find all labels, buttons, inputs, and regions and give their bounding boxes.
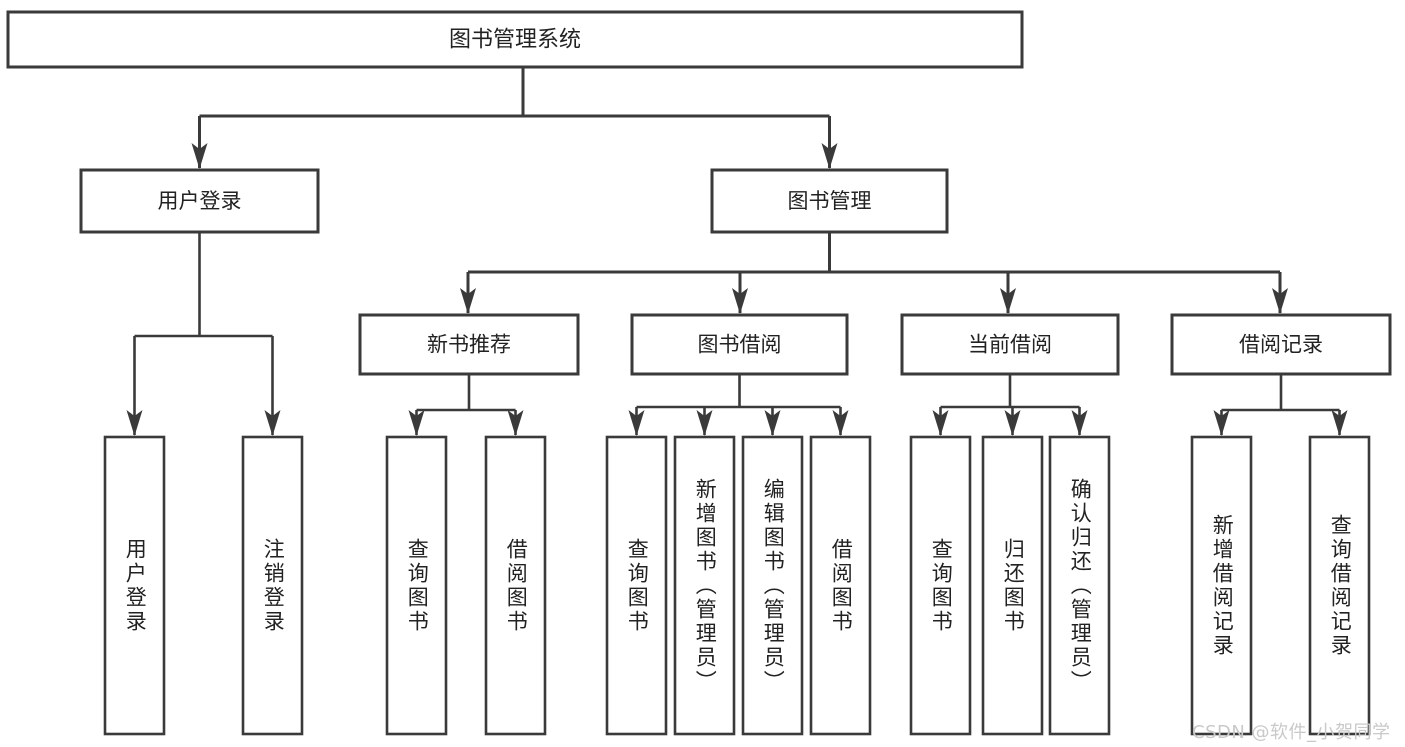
node-new-book-recommend-label: 新书推荐 (427, 333, 511, 357)
node-leaf-borrow-book-2-box[interactable] (809, 435, 872, 736)
node-leaf-query-book-2-box[interactable] (605, 435, 668, 736)
node-book-borrow-label: 图书借阅 (698, 333, 782, 357)
node-current-borrow-box[interactable] (900, 313, 1120, 376)
node-leaf-edit-book-box[interactable] (741, 435, 804, 736)
arrow-root-to-book-manage (821, 143, 838, 169)
node-user-login-label: 用户登录 (158, 189, 242, 213)
arrow-borrow-record-to-leaf-query-record (1331, 410, 1348, 436)
node-user-login-box[interactable] (79, 168, 320, 234)
box-layer (6, 10, 1392, 736)
arrow-current-borrow-to-leaf-query-book-3 (932, 410, 949, 436)
node-leaf-confirm-return-box[interactable] (1048, 435, 1111, 736)
node-current-borrow-label: 当前借阅 (968, 333, 1052, 357)
node-borrow-record-box[interactable] (1170, 313, 1392, 376)
arrow-book-manage-to-current-borrow (1000, 288, 1016, 314)
arrow-book-borrow-to-leaf-add-book (696, 410, 713, 436)
arrow-current-borrow-to-leaf-confirm-return (1071, 410, 1088, 436)
arrow-new-book-recommend-to-leaf-query-book-1 (408, 410, 425, 436)
node-leaf-query-book-1-box[interactable] (385, 435, 448, 736)
arrow-book-borrow-to-leaf-borrow-book-2 (832, 410, 849, 436)
arrow-book-manage-to-book-borrow (732, 288, 748, 314)
arrow-book-borrow-to-leaf-query-book-2 (628, 410, 645, 436)
node-new-book-recommend-box[interactable] (358, 313, 580, 376)
node-leaf-borrow-book-1-box[interactable] (484, 435, 547, 736)
node-leaf-add-record-box[interactable] (1190, 435, 1253, 736)
connector-layer (126, 67, 1348, 436)
csdn-watermark: CSDN @软件_小贺同学 (1192, 722, 1391, 743)
node-book-manage-label: 图书管理 (788, 189, 872, 213)
arrow-book-manage-to-new-book-recommend (460, 288, 476, 314)
arrow-current-borrow-to-leaf-return-book (1004, 410, 1021, 436)
arrow-root-to-user-login (191, 143, 208, 169)
node-book-manage-box[interactable] (710, 168, 949, 234)
node-leaf-add-book-box[interactable] (673, 435, 736, 736)
node-root-box[interactable] (6, 10, 1024, 69)
node-leaf-return-book-box[interactable] (981, 435, 1044, 736)
node-leaf-query-book-3-box[interactable] (909, 435, 972, 736)
arrow-new-book-recommend-to-leaf-borrow-book-1 (507, 410, 524, 436)
node-book-borrow-box[interactable] (630, 313, 849, 376)
node-borrow-record-label: 借阅记录 (1239, 333, 1323, 357)
arrow-user-login-to-leaf-logout (264, 410, 281, 436)
arrow-user-login-to-leaf-user-login (126, 410, 143, 436)
arrow-borrow-record-to-leaf-add-record (1213, 410, 1230, 436)
arrow-book-borrow-to-leaf-edit-book (764, 410, 781, 436)
arrow-book-manage-to-borrow-record (1272, 288, 1288, 314)
node-leaf-logout-box[interactable] (241, 435, 304, 736)
node-leaf-user-login-box[interactable] (103, 435, 166, 736)
node-root-label: 图书管理系统 (449, 28, 581, 53)
node-leaf-query-record-box[interactable] (1308, 435, 1371, 736)
